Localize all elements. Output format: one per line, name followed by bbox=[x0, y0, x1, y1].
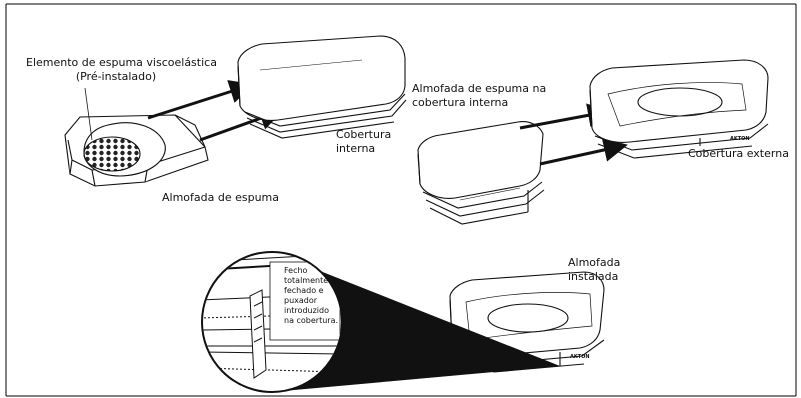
label-preinstalled: (Pré-instalado) bbox=[75, 70, 157, 83]
svg-text:AKTON: AKTON bbox=[730, 136, 750, 142]
label-cushion-in-inner-line2: cobertura interna bbox=[412, 96, 509, 109]
outer-cover-drawing: AKTON bbox=[589, 59, 769, 159]
zip-note-line: totalmente bbox=[284, 276, 329, 285]
foam-cushion-drawing bbox=[64, 114, 209, 187]
label-cushion-in-inner-line1: Almofada de espuma na bbox=[412, 82, 547, 95]
zoom-cone bbox=[272, 252, 560, 392]
svg-text:AKTON: AKTON bbox=[570, 354, 590, 360]
zip-note-line: fechado e bbox=[284, 286, 324, 295]
zip-note-line: na cobertura. bbox=[284, 316, 339, 325]
label-outer-cover: Cobertura externa bbox=[688, 147, 789, 160]
zip-note: Fecho totalmente fechado e puxador intro… bbox=[284, 266, 348, 326]
zip-note-line: introduzido bbox=[284, 306, 329, 315]
label-viscoelastic-element: Elemento de espuma viscoelástica bbox=[26, 56, 217, 69]
frame-lines bbox=[5, 3, 797, 397]
label-foam-cushion: Almofada de espuma bbox=[162, 191, 280, 204]
label-inner-cover-line2: interna bbox=[336, 142, 376, 155]
zip-note-line: Fecho bbox=[284, 266, 308, 275]
inner-cover-drawing bbox=[237, 35, 407, 139]
cushion-inner-cover-drawing bbox=[417, 121, 545, 225]
label-installed-line2: instalada bbox=[568, 270, 619, 283]
label-inner-cover-line1: Cobertura bbox=[336, 128, 392, 141]
leader-viscoelastic bbox=[84, 87, 93, 141]
zip-note-line: puxador bbox=[284, 296, 318, 305]
label-installed-line1: Almofada bbox=[568, 256, 621, 269]
